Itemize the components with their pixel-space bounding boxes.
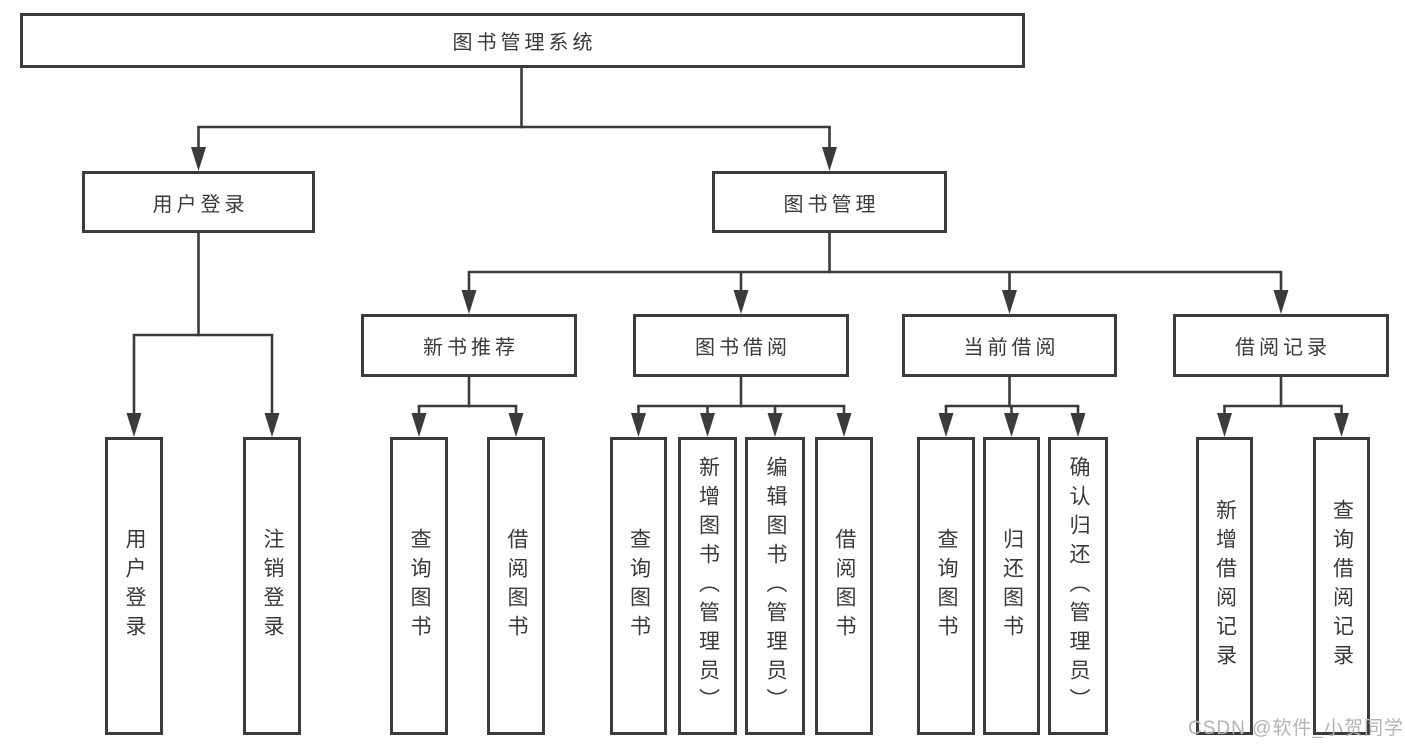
csdn-watermark: CSDN @软件_小贺同学 (1188, 718, 1404, 739)
node-library-management-system: 图书管理系统 (20, 13, 1025, 68)
node-borrow-books-borrowing: 借阅图书 (815, 437, 873, 735)
node-label: 用户登录 (152, 193, 249, 216)
node-logout: 注销登录 (243, 437, 301, 735)
node-label: 借阅图书 (505, 528, 528, 644)
connector-user-login-to-children (126, 233, 280, 437)
node-label: 注销登录 (261, 528, 284, 644)
node-label: 新增图书（管理员） (696, 455, 720, 717)
node-user-login: 用户登录 (82, 171, 315, 233)
node-label: 编辑图书（管理员） (764, 455, 787, 717)
node-label: 归还图书 (1000, 528, 1024, 644)
connector-borrowing-records-to-children (1217, 377, 1349, 437)
node-label: 图书借阅 (695, 337, 791, 359)
node-label: 查询图书 (627, 528, 651, 644)
node-confirm-return-admin: 确认归还（管理员） (1048, 437, 1108, 735)
node-label: 查询图书 (408, 528, 431, 644)
node-query-books-current: 查询图书 (917, 437, 975, 735)
node-current-borrowing: 当前借阅 (902, 314, 1117, 377)
node-label: 图书管理系统 (452, 32, 597, 54)
node-label: 借阅记录 (1235, 337, 1331, 359)
node-query-books-borrowing: 查询图书 (610, 437, 667, 735)
node-query-borrow-record: 查询借阅记录 (1313, 437, 1370, 735)
node-label: 查询借阅记录 (1330, 499, 1354, 673)
node-add-borrow-record: 新增借阅记录 (1196, 437, 1253, 735)
connector-current-borrowing-to-children (938, 377, 1086, 437)
node-label: 用户登录 (123, 528, 146, 644)
connector-book-management-to-level3 (461, 233, 1289, 314)
node-label: 新增借阅记录 (1213, 499, 1237, 673)
connector-root-to-level2 (191, 68, 837, 171)
node-label: 确认归还（管理员） (1067, 455, 1090, 717)
node-return-books: 归还图书 (983, 437, 1040, 735)
node-label: 新书推荐 (423, 337, 519, 359)
node-book-management: 图书管理 (712, 171, 947, 233)
node-book-borrowing: 图书借阅 (633, 314, 849, 377)
node-add-books-admin: 新增图书（管理员） (678, 437, 737, 735)
node-label: 图书管理 (783, 193, 880, 216)
node-edit-books-admin: 编辑图书（管理员） (745, 437, 805, 735)
connector-book-borrowing-to-children (631, 377, 852, 437)
node-label: 查询图书 (935, 528, 958, 644)
node-user-login-action: 用户登录 (105, 437, 163, 735)
connector-new-book-recommendation-to-children (411, 377, 524, 437)
node-query-books-recommend: 查询图书 (390, 437, 448, 735)
node-label: 借阅图书 (833, 528, 856, 644)
node-borrow-books-recommend: 借阅图书 (487, 437, 545, 735)
node-borrowing-records: 借阅记录 (1173, 314, 1389, 377)
node-new-book-recommendation: 新书推荐 (361, 314, 577, 377)
node-label: 当前借阅 (963, 337, 1060, 359)
